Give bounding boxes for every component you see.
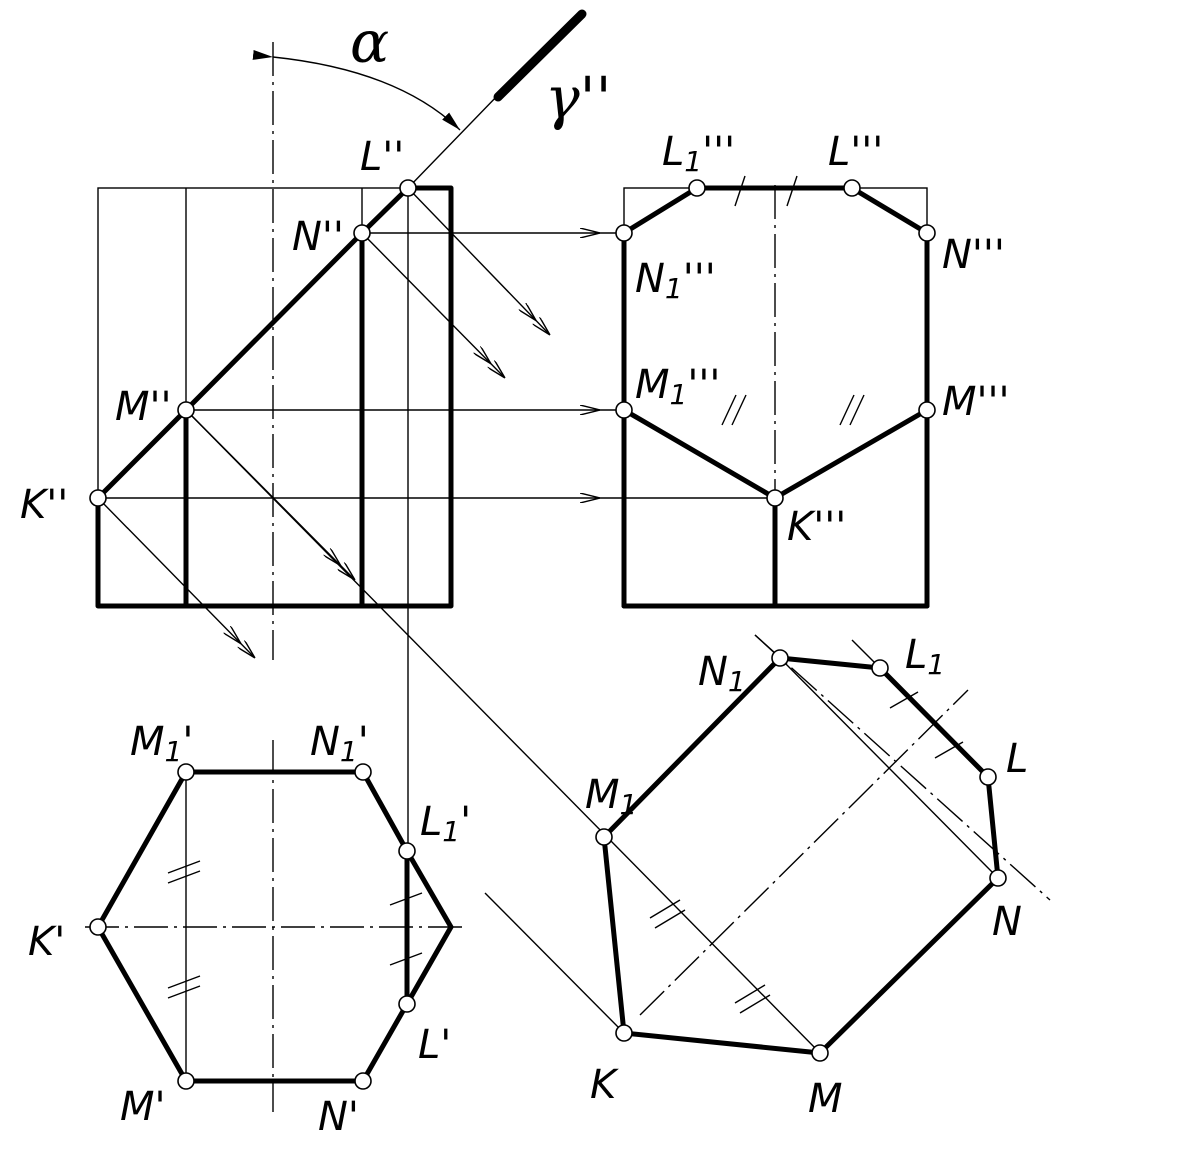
- point-top-m: [177, 1072, 195, 1090]
- points: [89, 179, 1007, 1090]
- label-ts-n1: N1: [698, 649, 746, 698]
- label-ts-l1: L1: [905, 632, 945, 681]
- point-side-k: [766, 489, 784, 507]
- label-ts-m1: M1: [585, 772, 637, 821]
- tick-l1l-1: [734, 175, 746, 207]
- label-side-n1: N1''': [635, 256, 716, 305]
- plane-trace-thin: [407, 92, 501, 189]
- center-axes: [85, 42, 1051, 1112]
- front-view: [95, 185, 454, 1004]
- point-ts-m1: [595, 828, 613, 846]
- tick-ts-1: [889, 691, 919, 709]
- proj-n-diag: [361, 232, 505, 378]
- label-ts-m: M: [808, 1076, 843, 1122]
- point-top-l: [398, 995, 416, 1013]
- point-labels: L'' N'' M'' K'' L1''' L''' N1''' N''' M1…: [20, 129, 1028, 1140]
- tick-top-4: [389, 952, 423, 966]
- label-top-l1: L1': [420, 799, 471, 848]
- front-section-cut: [95, 185, 454, 609]
- label-side-m: M''': [942, 379, 1010, 425]
- tick-mm-2b: [849, 394, 865, 426]
- label-top-k: K': [28, 919, 65, 965]
- label-front-l: L'': [360, 134, 404, 180]
- true-shape-view: [601, 634, 1001, 1056]
- point-side-n: [918, 224, 936, 242]
- label-ts-n: N: [992, 899, 1022, 945]
- point-front-l: [399, 179, 417, 197]
- point-top-m1: [177, 763, 195, 781]
- point-side-n1: [615, 224, 633, 242]
- label-top-n: N': [318, 1094, 359, 1140]
- tick-ts-3b: [654, 909, 686, 929]
- point-top-n: [354, 1072, 372, 1090]
- point-top-n1: [354, 763, 372, 781]
- tick-l1l-2: [786, 175, 798, 207]
- tick-mm-1a: [721, 394, 737, 426]
- tick-ts-4a: [734, 984, 766, 1004]
- true-shape-polygon: [601, 655, 1001, 1056]
- tick-top-2a: [167, 975, 201, 989]
- proj-m-diag-to-true-shape: [185, 409, 821, 1054]
- label-side-l1: L1''': [662, 129, 735, 178]
- point-ts-n1: [771, 649, 789, 667]
- angle-alpha-label: α: [350, 8, 389, 76]
- tick-ts-4b: [739, 994, 771, 1014]
- tick-top-1a: [167, 860, 201, 874]
- label-front-k: K'': [20, 482, 68, 528]
- label-top-l: L': [418, 1022, 451, 1068]
- point-ts-l: [979, 768, 997, 786]
- label-ts-k: K: [590, 1062, 619, 1108]
- point-side-l1: [688, 179, 706, 197]
- point-ts-l1: [871, 659, 889, 677]
- point-side-l: [843, 179, 861, 197]
- point-ts-k: [615, 1024, 633, 1042]
- label-side-m1: M1''': [635, 362, 720, 411]
- label-front-n: N'': [292, 214, 344, 260]
- point-front-m: [177, 401, 195, 419]
- plane-gamma-label: γ'': [545, 64, 612, 132]
- true-shape-axis-short: [754, 634, 1051, 901]
- top-tip-thick: [404, 848, 454, 1007]
- tick-ts-2: [934, 741, 964, 759]
- point-ts-m: [811, 1044, 829, 1062]
- point-ts-n: [989, 869, 1007, 887]
- label-side-n: N''': [942, 232, 1005, 278]
- projection-lines: [97, 187, 821, 1054]
- angle-arc: [252, 49, 461, 131]
- plane-trace-thick: [493, 9, 587, 102]
- tick-mm-1b: [731, 394, 747, 426]
- label-top-n1: N1': [310, 719, 369, 768]
- point-side-m1: [615, 401, 633, 419]
- point-front-n: [353, 224, 371, 242]
- proj-k-to-true-shape: [484, 892, 625, 1034]
- tick-ts-3a: [649, 899, 681, 919]
- point-front-k: [89, 489, 107, 507]
- label-top-m1: M1': [130, 719, 193, 768]
- tick-top-3: [389, 892, 423, 906]
- cutting-plane-annotation: α γ'': [252, 8, 612, 189]
- label-front-m: M'': [115, 384, 172, 430]
- true-shape-axis-long: [639, 689, 969, 1016]
- label-ts-l: L: [1006, 736, 1028, 782]
- point-side-m: [918, 401, 936, 419]
- proj-k-diag: [97, 497, 255, 658]
- proj-l-diag: [407, 187, 550, 335]
- point-top-l1: [398, 842, 416, 860]
- label-side-l: L''': [828, 129, 883, 175]
- tick-top-1b: [167, 870, 201, 884]
- tick-mm-2a: [839, 394, 855, 426]
- side-section-top: [621, 185, 930, 236]
- true-shape-inner-edge: [779, 657, 999, 879]
- label-top-m: M': [120, 1084, 166, 1130]
- tick-top-2b: [167, 985, 201, 999]
- point-top-k: [89, 918, 107, 936]
- label-side-k: K''': [787, 504, 846, 550]
